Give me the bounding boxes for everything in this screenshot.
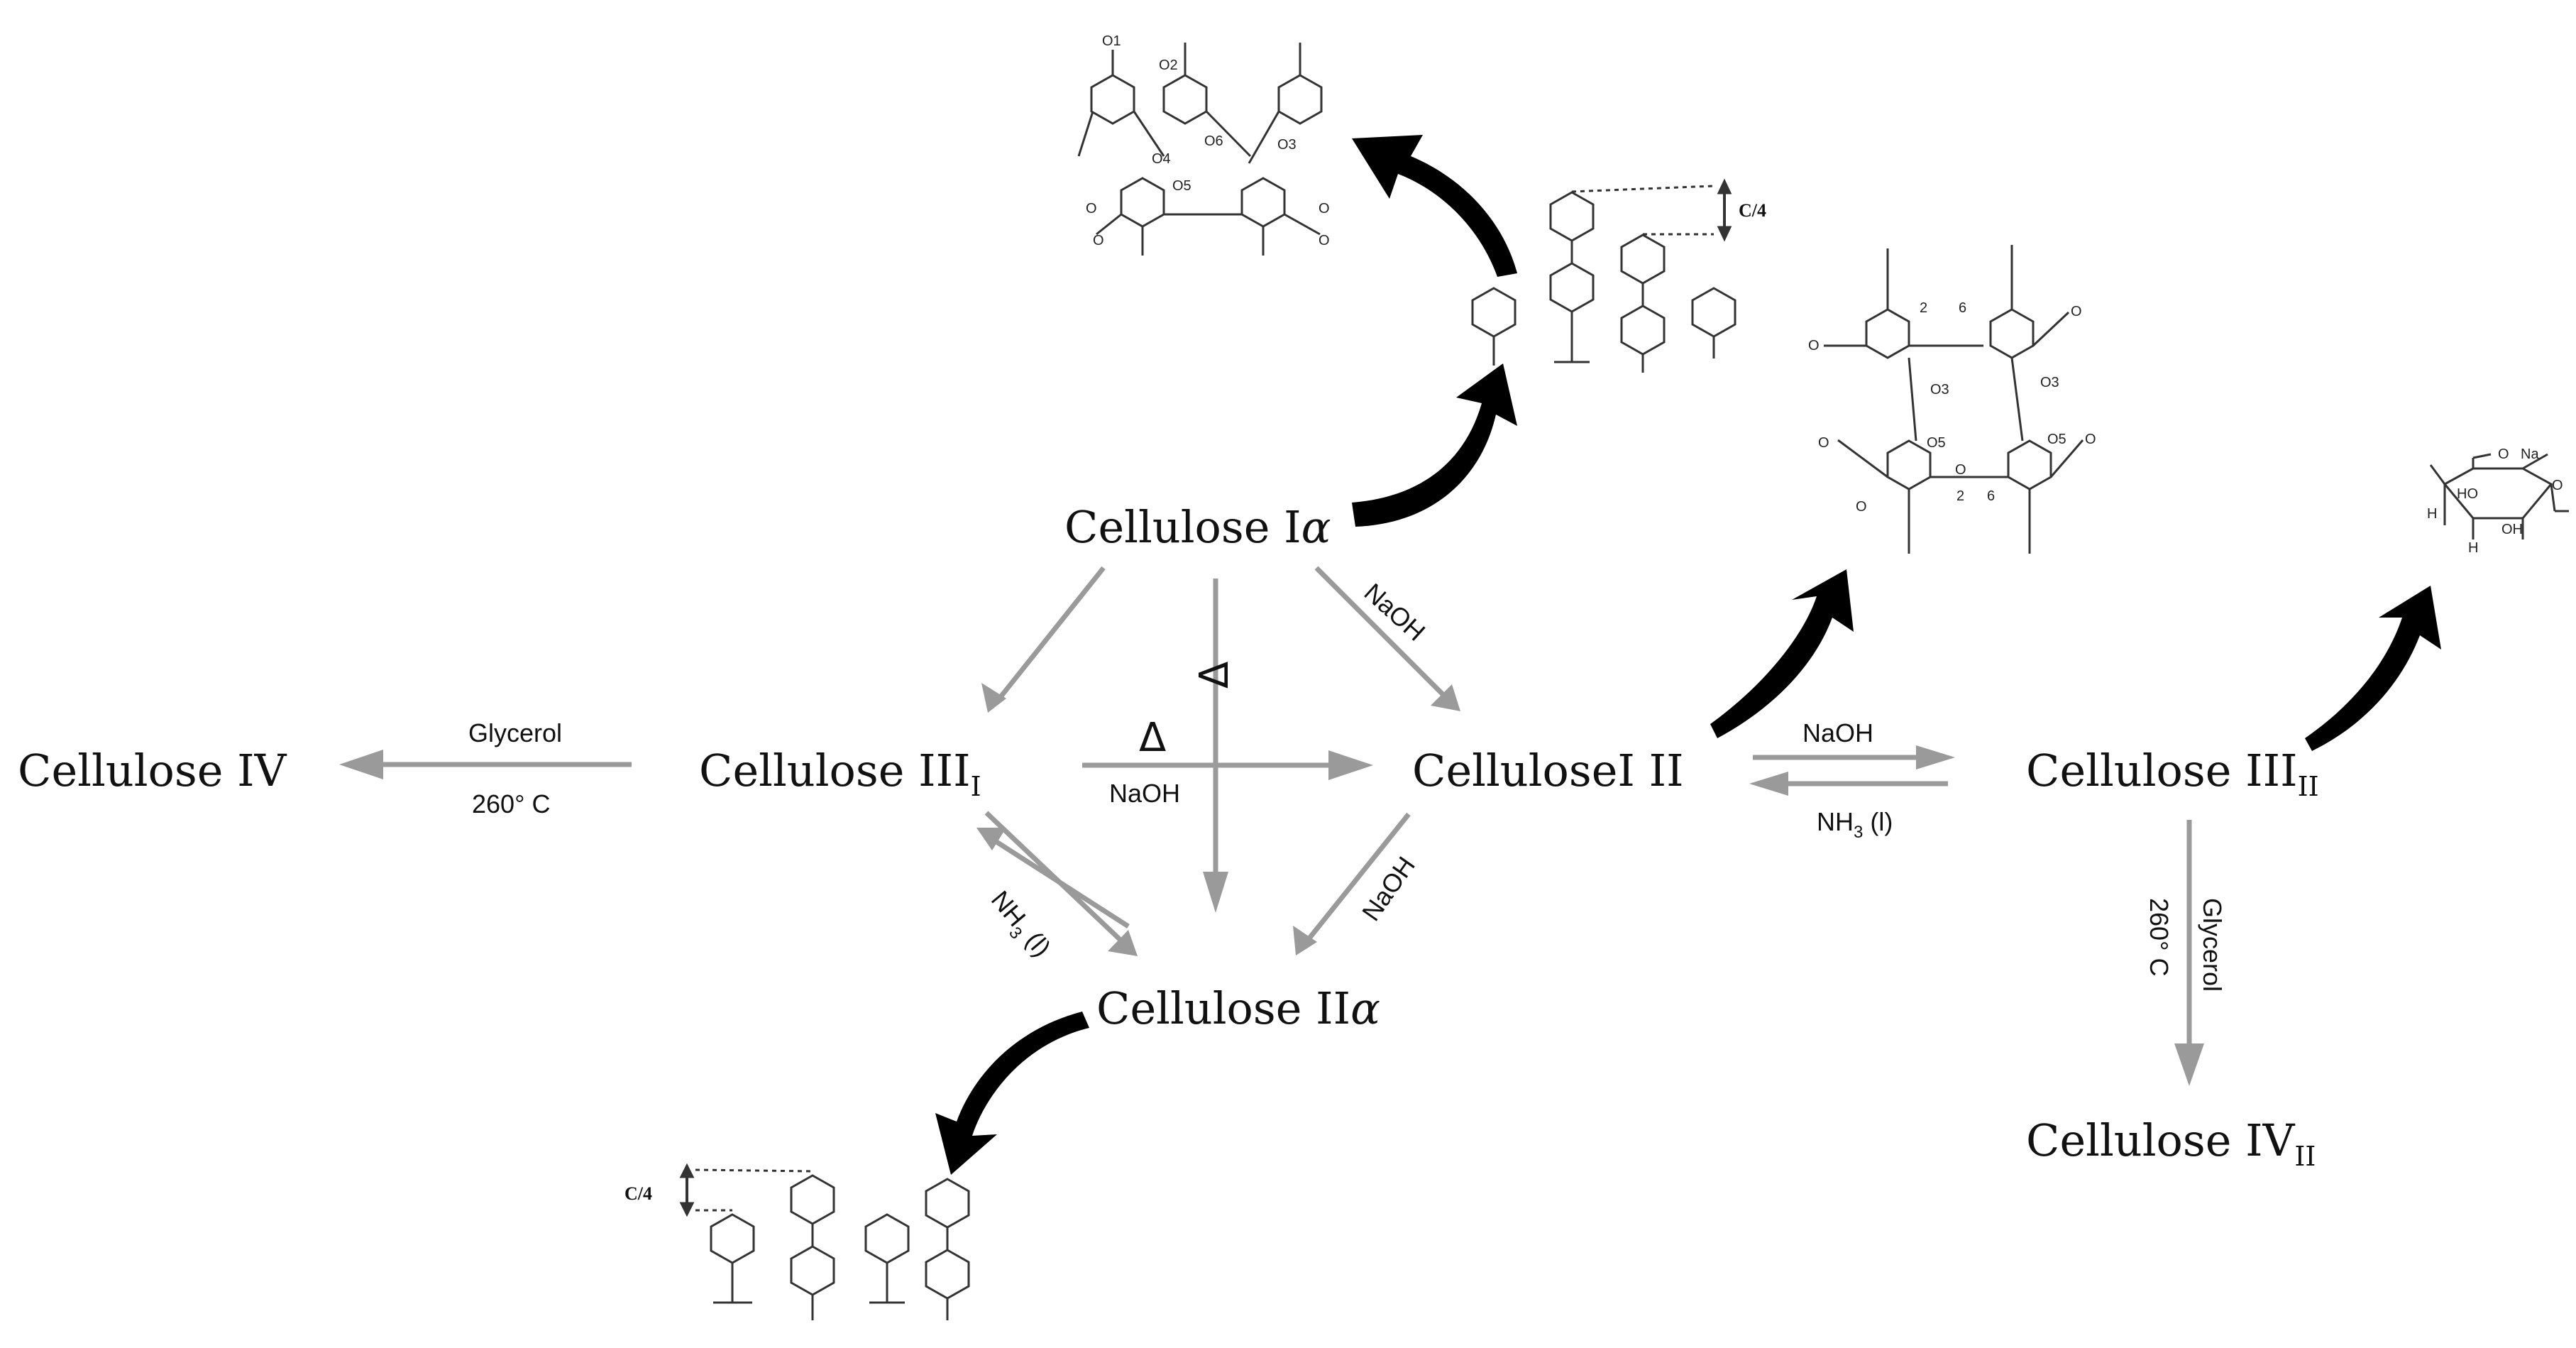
atom-label: O [1093,233,1104,248]
reagent-glycerol-iii1-iv: Glycerol [468,718,562,747]
node-subscript: I [971,771,981,802]
atom-label: O5 [2047,432,2066,447]
node-cellulose-iv: Cellulose IV [18,745,287,796]
unit-cell-label-iia: C/4 [624,1183,652,1204]
atom-label: O1 [1102,33,1121,49]
node-subscript: II [2298,771,2319,802]
atom-label: O [2085,432,2096,447]
atom-label: O [1319,233,1330,248]
reagent-naoh-i2-iia: NaOH [1356,851,1421,926]
arrow-i2-iii2-pair [1749,745,1955,796]
atom-labels-cellulose-iii2: O Na HO OH H H O [2427,446,2563,556]
arrow-ia-to-iii1 [981,566,1106,713]
node-base: Cellulose I [1064,501,1301,553]
atom-label: 2 [1920,300,1927,316]
structure-cellulose-i2 [1824,245,2084,554]
nh3-base: NH [986,885,1032,932]
atom-label: O3 [2040,375,2059,390]
delta-symbol-ia-iia: Δ [1191,662,1238,689]
atom-label: O5 [1172,178,1191,194]
node-cellulose-iii2: Cellulose IIIII [2026,745,2319,802]
black-arrow-iia-to-structure [935,1012,1089,1175]
unit-cell-label-ia: C/4 [1739,200,1766,221]
atom-label: H [2468,540,2478,556]
arrow-ia-to-i2 [1314,566,1460,711]
node-base: Cellulose IV [18,745,287,796]
atom-label: O [1319,201,1330,217]
structure-arrows [935,135,2441,1175]
atom-label: O5 [1927,435,1946,451]
node-subscript: II [2294,1141,2316,1172]
reagent-naoh-i2-iii2: NaOH [1802,718,1873,747]
black-arrow-iii2-to-structure [2305,586,2441,751]
node-cellulose-ia: Cellulose Iα [1064,501,1331,553]
reaction-arrows [339,566,2204,1086]
atom-label: 6 [1959,300,1966,316]
reagent-nh3-iii2-i2: NH3 (l) [1817,807,1893,842]
atom-label: O2 [1159,57,1178,73]
structure-cellulose-ia [1077,43,1323,256]
atom-label: O3 [1277,137,1297,153]
atom-label: O [1856,499,1867,515]
arrow-iii1-to-iv [339,750,632,779]
atom-label: H [2427,506,2437,522]
black-arrow-ia-to-left-structure [1352,135,1517,277]
temperature-iii1-iv: 260° C [472,789,550,818]
atom-labels-cellulose-ia: O1 O2 O3 O4 O5 O6 O O O O [1086,33,1330,248]
arrow-iii1-to-i2 [1082,750,1373,780]
atom-label: O [1818,435,1829,451]
node-base: Cellulose III [2026,745,2298,796]
delta-symbol-iii1-i2: Δ [1139,715,1166,761]
node-base: Cellulose III [699,745,971,796]
reagent-glycerol-iii2-iv2: Glycerol [2198,898,2227,992]
node-cellulose-iia: Cellulose IIα [1096,982,1380,1034]
black-arrow-i2-to-structure [1710,569,1854,738]
node-suffix: α [1350,982,1380,1034]
arrow-iii2-to-iv2 [2174,820,2204,1086]
node-base: Cellulose II [1096,982,1350,1034]
atom-labels-cellulose-i2: O O 2 6 O3 O3 O5 O5 O 2 6 O O O [1808,300,2096,515]
arrow-ia-to-iia [1203,579,1228,913]
reagent-nh3-iii1-iia: NH3 (l) [981,885,1057,966]
atom-label: O [1955,462,1966,478]
node-cellulose-iii1: Cellulose IIII [699,745,981,802]
nh3-phase: (l) [1863,807,1893,836]
arrow-i2-to-iia [1293,812,1411,955]
atom-label: O6 [1204,133,1223,149]
chain-sketch-cellulose-ia [1471,178,1736,373]
black-arrow-ia-up [1352,363,1517,527]
reagent-naoh-ia-i2: NaOH [1359,577,1431,646]
polymorph-nodes: Cellulose Iα Cellulose IIII Cellulose IV… [18,501,2319,1172]
nh3-base: NH [1817,807,1854,836]
node-suffix: α [1301,501,1331,553]
atom-label: O [2552,478,2563,493]
node-cellulose-i2: CelluloseI II [1412,745,1684,796]
atom-label: O [1086,201,1097,217]
nh3-subscript: 3 [1854,823,1863,842]
atom-label: 2 [1956,488,1964,504]
atom-label: O4 [1152,151,1171,167]
arrow-iii1-iia-pair [976,811,1138,956]
atom-label: 6 [1987,488,1995,504]
atom-label: O3 [1930,382,1949,398]
atom-label: OH [2501,522,2523,537]
atom-label: HO [2457,486,2478,502]
structure-cellulose-iii2 [2429,453,2569,539]
node-base: Cellulose IV [2026,1114,2296,1166]
atom-label: O [2071,304,2082,319]
chain-sketch-cellulose-iia [679,1163,970,1320]
atom-label: O [2498,446,2509,462]
node-base: CelluloseI II [1412,745,1684,796]
atom-label: Na [2521,446,2539,462]
reagent-naoh-iii1-i2: NaOH [1109,779,1180,808]
node-cellulose-iv2: Cellulose IVII [2026,1114,2316,1172]
atom-label: O [1808,338,1820,354]
temperature-iii2-iv2: 260° C [2145,898,2174,976]
